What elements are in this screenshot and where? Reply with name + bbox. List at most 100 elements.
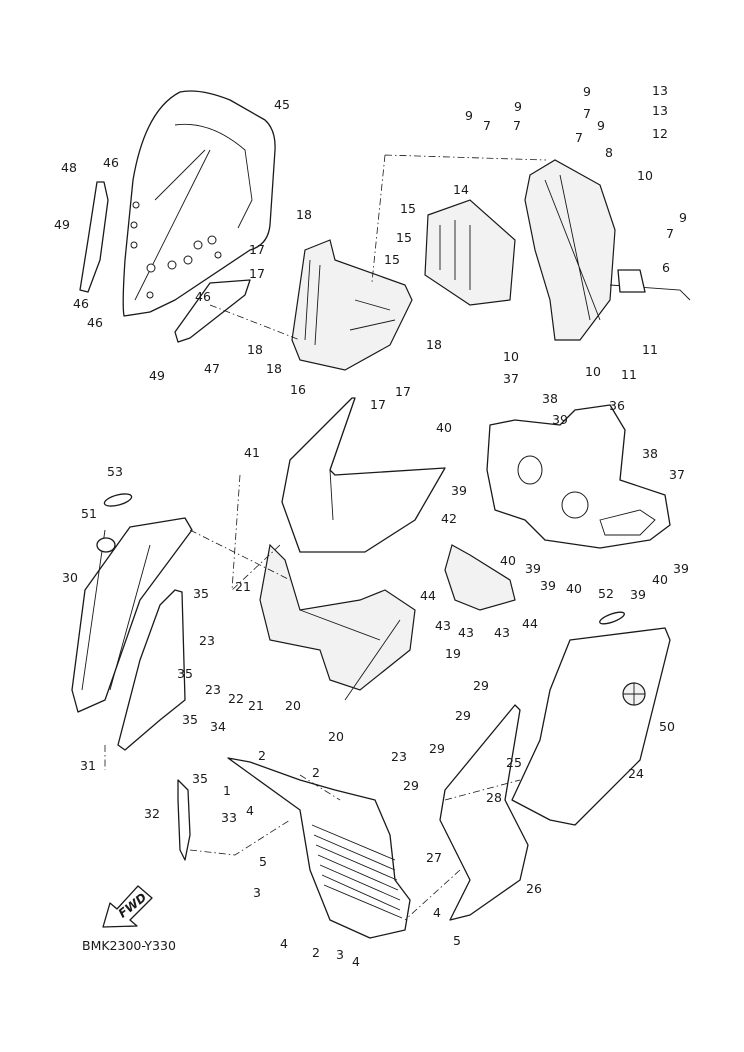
- callout-40[interactable]: 40: [436, 420, 452, 435]
- callout-18[interactable]: 18: [247, 342, 263, 357]
- panel-26[interactable]: [439, 704, 529, 921]
- callout-10[interactable]: 10: [585, 364, 601, 379]
- callout-46[interactable]: 46: [195, 289, 211, 304]
- callout-43[interactable]: 43: [435, 618, 451, 633]
- callout-49[interactable]: 49: [54, 217, 70, 232]
- callout-7[interactable]: 7: [513, 118, 521, 133]
- callout-36[interactable]: 36: [609, 398, 625, 413]
- callout-46[interactable]: 46: [73, 296, 89, 311]
- callout-52[interactable]: 52: [598, 586, 614, 601]
- callout-23[interactable]: 23: [391, 749, 407, 764]
- callout-43[interactable]: 43: [494, 625, 510, 640]
- callout-21[interactable]: 21: [235, 579, 251, 594]
- callout-7[interactable]: 7: [483, 118, 491, 133]
- callout-5[interactable]: 5: [259, 854, 267, 869]
- callout-39[interactable]: 39: [552, 412, 568, 427]
- callout-8[interactable]: 8: [605, 145, 613, 160]
- callout-47[interactable]: 47: [204, 361, 220, 376]
- callout-10[interactable]: 10: [637, 168, 653, 183]
- callout-38[interactable]: 38: [642, 446, 658, 461]
- callout-23[interactable]: 23: [199, 633, 215, 648]
- panel-32[interactable]: [177, 779, 191, 861]
- callout-18[interactable]: 18: [266, 361, 282, 376]
- callout-44[interactable]: 44: [420, 588, 436, 603]
- callout-31[interactable]: 31: [80, 758, 96, 773]
- callout-11[interactable]: 11: [621, 367, 637, 382]
- callout-7[interactable]: 7: [575, 130, 583, 145]
- callout-13[interactable]: 13: [652, 103, 668, 118]
- emblem-51[interactable]: [96, 537, 116, 553]
- callout-7[interactable]: 7: [583, 106, 591, 121]
- stay-assembly[interactable]: [524, 159, 691, 341]
- callout-2[interactable]: 2: [312, 765, 320, 780]
- callout-3[interactable]: 3: [253, 885, 261, 900]
- callout-17[interactable]: 17: [249, 266, 265, 281]
- callout-42[interactable]: 42: [441, 511, 457, 526]
- callout-29[interactable]: 29: [455, 708, 471, 723]
- callout-21[interactable]: 21: [248, 698, 264, 713]
- callout-9[interactable]: 9: [583, 84, 591, 99]
- callout-48[interactable]: 48: [61, 160, 77, 175]
- callout-11[interactable]: 11: [642, 342, 658, 357]
- callout-3[interactable]: 3: [336, 947, 344, 962]
- callout-13[interactable]: 13: [652, 83, 668, 98]
- duct-1[interactable]: [227, 757, 411, 939]
- headlight-assembly[interactable]: [486, 404, 671, 549]
- callout-33[interactable]: 33: [221, 810, 237, 825]
- emblem-52[interactable]: [598, 610, 625, 626]
- callout-7[interactable]: 7: [666, 226, 674, 241]
- callout-23[interactable]: 23: [205, 682, 221, 697]
- callout-43[interactable]: 43: [458, 625, 474, 640]
- callout-9[interactable]: 9: [597, 118, 605, 133]
- callout-15[interactable]: 15: [384, 252, 400, 267]
- callout-44[interactable]: 44: [522, 616, 538, 631]
- bracket-47[interactable]: [174, 279, 251, 343]
- callout-17[interactable]: 17: [249, 242, 265, 257]
- callout-9[interactable]: 9: [679, 210, 687, 225]
- callout-27[interactable]: 27: [426, 850, 442, 865]
- emblem-53[interactable]: [103, 492, 133, 509]
- callout-39[interactable]: 39: [525, 561, 541, 576]
- callout-26[interactable]: 26: [526, 881, 542, 896]
- callout-51[interactable]: 51: [81, 506, 97, 521]
- callout-15[interactable]: 15: [400, 201, 416, 216]
- callout-14[interactable]: 14: [453, 182, 469, 197]
- callout-40[interactable]: 40: [566, 581, 582, 596]
- callout-16[interactable]: 16: [290, 382, 306, 397]
- callout-32[interactable]: 32: [144, 806, 160, 821]
- callout-53[interactable]: 53: [107, 464, 123, 479]
- callout-20[interactable]: 20: [285, 698, 301, 713]
- callout-40[interactable]: 40: [652, 572, 668, 587]
- callout-25[interactable]: 25: [506, 755, 522, 770]
- callout-4[interactable]: 4: [433, 905, 441, 920]
- callout-29[interactable]: 29: [429, 741, 445, 756]
- callout-2[interactable]: 2: [312, 945, 320, 960]
- callout-28[interactable]: 28: [486, 790, 502, 805]
- callout-35[interactable]: 35: [193, 586, 209, 601]
- callout-37[interactable]: 37: [503, 371, 519, 386]
- callout-34[interactable]: 34: [210, 719, 226, 734]
- bracket-42[interactable]: [444, 544, 516, 611]
- callout-4[interactable]: 4: [280, 936, 288, 951]
- windshield[interactable]: [122, 90, 276, 317]
- inner-panel-left[interactable]: [117, 589, 186, 751]
- callout-39[interactable]: 39: [540, 578, 556, 593]
- callout-29[interactable]: 29: [403, 778, 419, 793]
- callout-50[interactable]: 50: [659, 719, 675, 734]
- callout-37[interactable]: 37: [669, 467, 685, 482]
- callout-20[interactable]: 20: [328, 729, 344, 744]
- callout-18[interactable]: 18: [296, 207, 312, 222]
- callout-38[interactable]: 38: [542, 391, 558, 406]
- callout-9[interactable]: 9: [514, 99, 522, 114]
- callout-2[interactable]: 2: [258, 748, 266, 763]
- callout-19[interactable]: 19: [445, 646, 461, 661]
- callout-30[interactable]: 30: [62, 570, 78, 585]
- callout-4[interactable]: 4: [352, 954, 360, 969]
- callout-29[interactable]: 29: [473, 678, 489, 693]
- inner-panel-41[interactable]: [281, 397, 446, 553]
- callout-17[interactable]: 17: [395, 384, 411, 399]
- bracket-48[interactable]: [79, 181, 109, 293]
- callout-12[interactable]: 12: [652, 126, 668, 141]
- callout-24[interactable]: 24: [628, 766, 644, 781]
- windshield-stay[interactable]: [291, 239, 413, 371]
